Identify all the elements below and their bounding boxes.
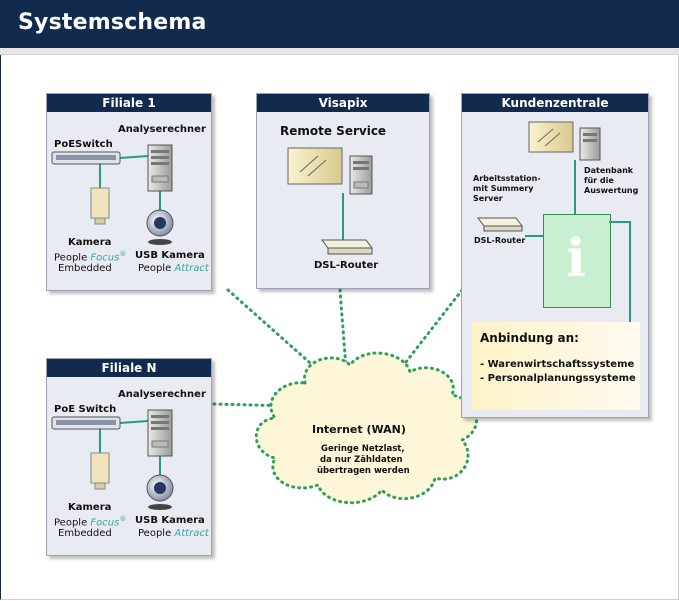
info-icon: i	[566, 228, 586, 289]
filiale1-switch-icon	[51, 151, 121, 165]
cloud-line-3: übertragen werden	[317, 466, 410, 476]
visapix-tower-icon	[349, 155, 373, 195]
kunden-router-label: DSL-Router	[474, 236, 526, 245]
filialeN-links	[99, 420, 161, 475]
filialeN-camera-sub: People Focus®	[54, 515, 127, 529]
filialeN-pc-label: Analyserechner	[118, 389, 206, 400]
cloud-line-1: Geringe Netzlast,	[321, 444, 405, 454]
anbindung-item-1: - Warenwirtschaftssysteme	[480, 359, 635, 370]
filialeN-switch-icon	[51, 416, 121, 430]
anbindung-item-2: - Personalplanungssysteme	[480, 373, 636, 384]
link-visapix-cloud	[338, 288, 348, 370]
kunden-database-label: Datenbank für die Auswertung	[584, 166, 639, 195]
filialeN-usb-camera-icon	[146, 474, 174, 510]
anbindung-title: Anbindung an:	[480, 331, 579, 345]
filiale1-usb-sub: People Attract	[138, 263, 209, 274]
filialeN-switch-label: PoE Switch	[54, 404, 117, 415]
kunden-monitor-icon	[528, 121, 574, 153]
cloud-line-2: da nur Zähldaten	[320, 455, 403, 465]
filialeN-camera-icon	[90, 452, 110, 490]
filiale1-box: Filiale 1	[46, 93, 212, 291]
header-bar: Systemschema	[0, 0, 679, 48]
internet-cloud	[254, 351, 478, 505]
page-title: Systemschema	[18, 10, 207, 35]
filiale1-camera-label: Kamera	[68, 237, 112, 248]
visapix-subtitle: Remote Service	[280, 124, 387, 138]
filiale1-pc-tower-icon	[147, 144, 173, 192]
visapix-monitor-icon	[287, 147, 343, 185]
filiale1-camera-sub2: Embedded	[58, 263, 112, 274]
filialeN-usb-sub: People Attract	[138, 528, 209, 539]
header-divider	[0, 48, 679, 55]
kunden-links	[525, 160, 631, 322]
anbindung-panel	[472, 322, 640, 410]
filialeN-usb-label: USB Kamera	[135, 515, 205, 526]
filialeN-camera-sub2: Embedded	[58, 528, 112, 539]
filialeN-box: Filiale N	[46, 358, 212, 556]
filialeN-pc-tower-icon	[147, 409, 173, 457]
filiale1-usb-camera-icon	[146, 209, 174, 245]
kunden-title: Kundenzentrale	[462, 94, 648, 112]
filiale1-links	[99, 155, 161, 210]
visapix-box: Visapix	[256, 93, 430, 289]
filiale1-camera-sub: People Focus®	[54, 250, 127, 264]
filiale1-usb-label: USB Kamera	[135, 250, 205, 261]
visapix-router-icon	[321, 239, 373, 255]
filiale1-title: Filiale 1	[47, 94, 211, 112]
cloud-title: Internet (WAN)	[312, 423, 406, 436]
link-filiale1-cloud	[226, 288, 320, 372]
kunden-router-icon	[477, 217, 523, 232]
filialeN-camera-label: Kamera	[68, 502, 112, 513]
filialeN-title: Filiale N	[47, 359, 211, 377]
visapix-title: Visapix	[257, 94, 429, 112]
kunden-workstation-label: Arbeitsstation- mit Summery Server	[473, 174, 541, 203]
kunden-database-tower-icon	[579, 127, 601, 161]
filiale1-camera-icon	[90, 187, 110, 225]
visapix-router-label: DSL-Router	[314, 260, 379, 271]
info-block	[543, 214, 611, 308]
filiale1-switch-label: PoESwitch	[54, 139, 113, 150]
filiale1-pc-label: Analyserechner	[118, 124, 206, 135]
